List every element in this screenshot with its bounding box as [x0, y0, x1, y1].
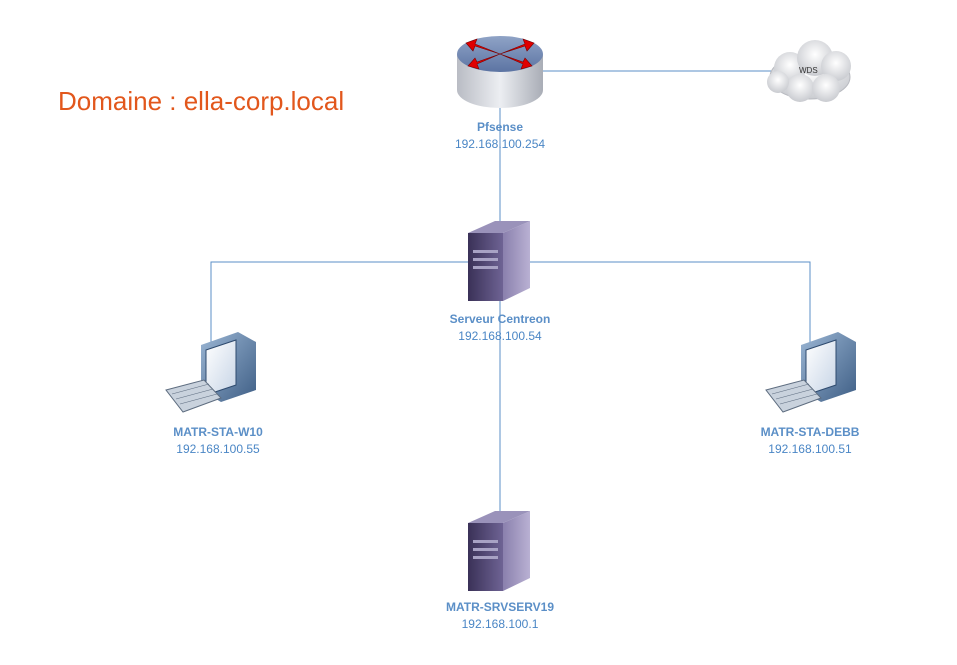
node-ip: 192.168.100.254 — [454, 137, 546, 151]
domain-title: Domaine : ella-corp.local — [58, 86, 345, 116]
link-centreon-w10 — [207, 261, 500, 384]
cloud-icon — [767, 40, 851, 102]
workstation-icon — [765, 332, 856, 413]
node-ip: 192.168.100.54 — [458, 329, 542, 343]
server-tower-icon — [468, 221, 530, 301]
router-icon — [457, 36, 543, 108]
node-name: Serveur Centreon — [449, 312, 551, 326]
node-name: Pfsense — [476, 120, 524, 134]
node-ip: 192.168.100.55 — [176, 442, 260, 456]
link-centreon-debb — [500, 261, 814, 384]
workstation-icon — [165, 332, 256, 413]
node-label-debb: MATR-STA-DEBB 192.168.100.51 — [700, 424, 920, 458]
node-label-pfsense: Pfsense 192.168.100.254 — [390, 119, 610, 153]
node-label-centreon: Serveur Centreon 192.168.100.54 — [390, 311, 610, 345]
server-tower-icon — [468, 511, 530, 591]
node-name: MATR-SRVSERV19 — [445, 600, 555, 614]
node-ip: 192.168.100.51 — [768, 442, 852, 456]
node-name: MATR-STA-DEBB — [760, 425, 860, 439]
node-label-w10: MATR-STA-W10 192.168.100.55 — [108, 424, 328, 458]
node-ip: 192.168.100.1 — [461, 617, 539, 631]
node-label-srvserv19: MATR-SRVSERV19 192.168.100.1 — [390, 599, 610, 633]
node-name: MATR-STA-W10 — [173, 425, 263, 439]
cloud-label: WDS — [799, 66, 818, 75]
